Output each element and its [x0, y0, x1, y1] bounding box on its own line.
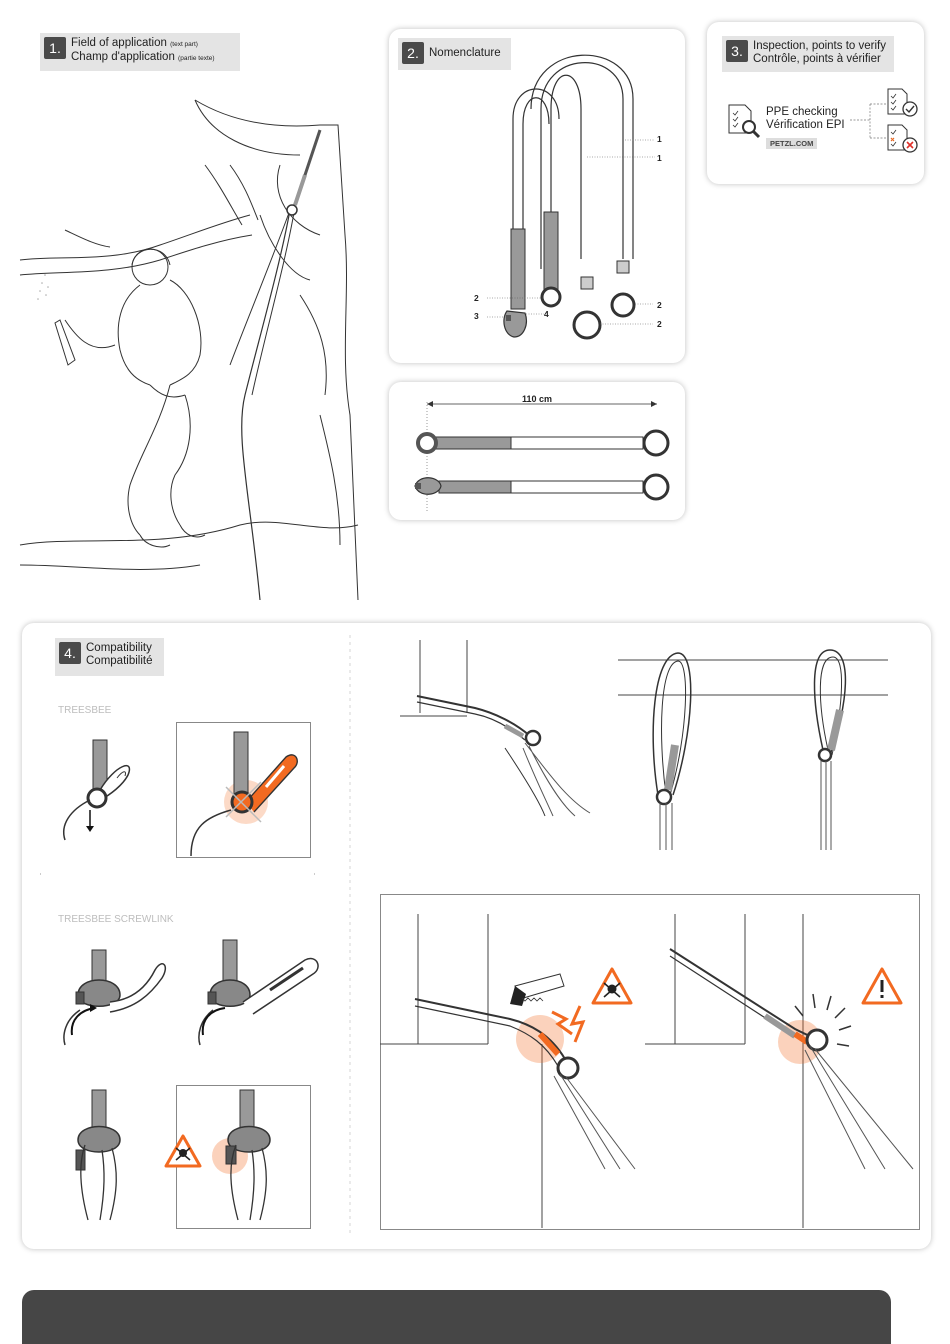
- website-badge: PETZL.COM: [766, 138, 817, 149]
- climber-illustration: [20, 95, 365, 600]
- screwlink-incorrect-illustration: [210, 1090, 290, 1220]
- label-1a: 1: [657, 134, 662, 144]
- length-diagram: [389, 382, 685, 520]
- section3-title: Inspection, points to verify Contrôle, p…: [753, 40, 886, 66]
- nomenclature-diagram: [389, 29, 685, 363]
- label-4: 4: [544, 309, 549, 319]
- loading-warning-illustration: [645, 894, 918, 1228]
- treesbee-label: TREESBEE: [58, 705, 111, 716]
- section3-title-en: Inspection, points to verify: [753, 40, 886, 52]
- section1-title-en-note: (text part): [170, 41, 198, 48]
- treesbee-separator: [40, 872, 315, 876]
- section4-divider: [349, 635, 351, 1235]
- bar-anchor-illustration-1: [618, 645, 898, 855]
- ppe-fr: Vérification EPI: [766, 119, 845, 132]
- section1-header: 1. Field of application (text part) Cham…: [40, 33, 240, 71]
- label-2b: 2: [657, 300, 662, 310]
- section4-title-fr: Compatibilité: [86, 655, 152, 667]
- label-1b: 1: [657, 153, 662, 163]
- section4-header: 4. Compatibility Compatibilité: [55, 638, 164, 676]
- label-2c: 2: [657, 319, 662, 329]
- post-anchor-illustration: [395, 638, 595, 818]
- ppe-en: PPE checking: [766, 106, 845, 119]
- section1-title-fr-note: (partie texte): [178, 55, 215, 62]
- screwlink-correct-2: [195, 940, 325, 1045]
- section3-number: 3.: [726, 40, 748, 62]
- footer-bar: [22, 1290, 891, 1344]
- exclamation-warning-icon: [860, 966, 904, 1006]
- danger-warning-icon: [163, 1133, 203, 1169]
- section4-number: 4.: [59, 642, 81, 664]
- section4-title: Compatibility Compatibilité: [86, 642, 152, 668]
- label-3: 3: [474, 311, 479, 321]
- saw-warning-illustration: [380, 894, 650, 1228]
- screwlink-correct-1: [50, 940, 175, 1045]
- section4-title-en: Compatibility: [86, 642, 152, 654]
- section3-title-fr: Contrôle, points à vérifier: [753, 53, 881, 65]
- skull-warning-icon: [590, 966, 634, 1006]
- treesbee-correct-illustration: [55, 740, 155, 850]
- label-2a: 2: [474, 293, 479, 303]
- ppe-checking-text: PPE checking Vérification EPI: [766, 106, 845, 132]
- document-search-icon: [727, 103, 763, 139]
- section1-title: Field of application (text part) Champ d…: [71, 37, 215, 65]
- treesbee-incorrect-illustration: [176, 722, 309, 856]
- checked-document-icon: [886, 88, 920, 120]
- section1-title-fr: Champ d'application: [71, 51, 175, 63]
- screwlink-correct-3: [70, 1090, 140, 1220]
- section3-header: 3. Inspection, points to verify Contrôle…: [722, 36, 894, 72]
- section1-title-en: Field of application: [71, 37, 167, 49]
- section1-number: 1.: [44, 37, 66, 59]
- rejected-document-icon: [886, 124, 920, 156]
- treesbee-screwlink-label: TREESBEE SCREWLINK: [58, 914, 174, 925]
